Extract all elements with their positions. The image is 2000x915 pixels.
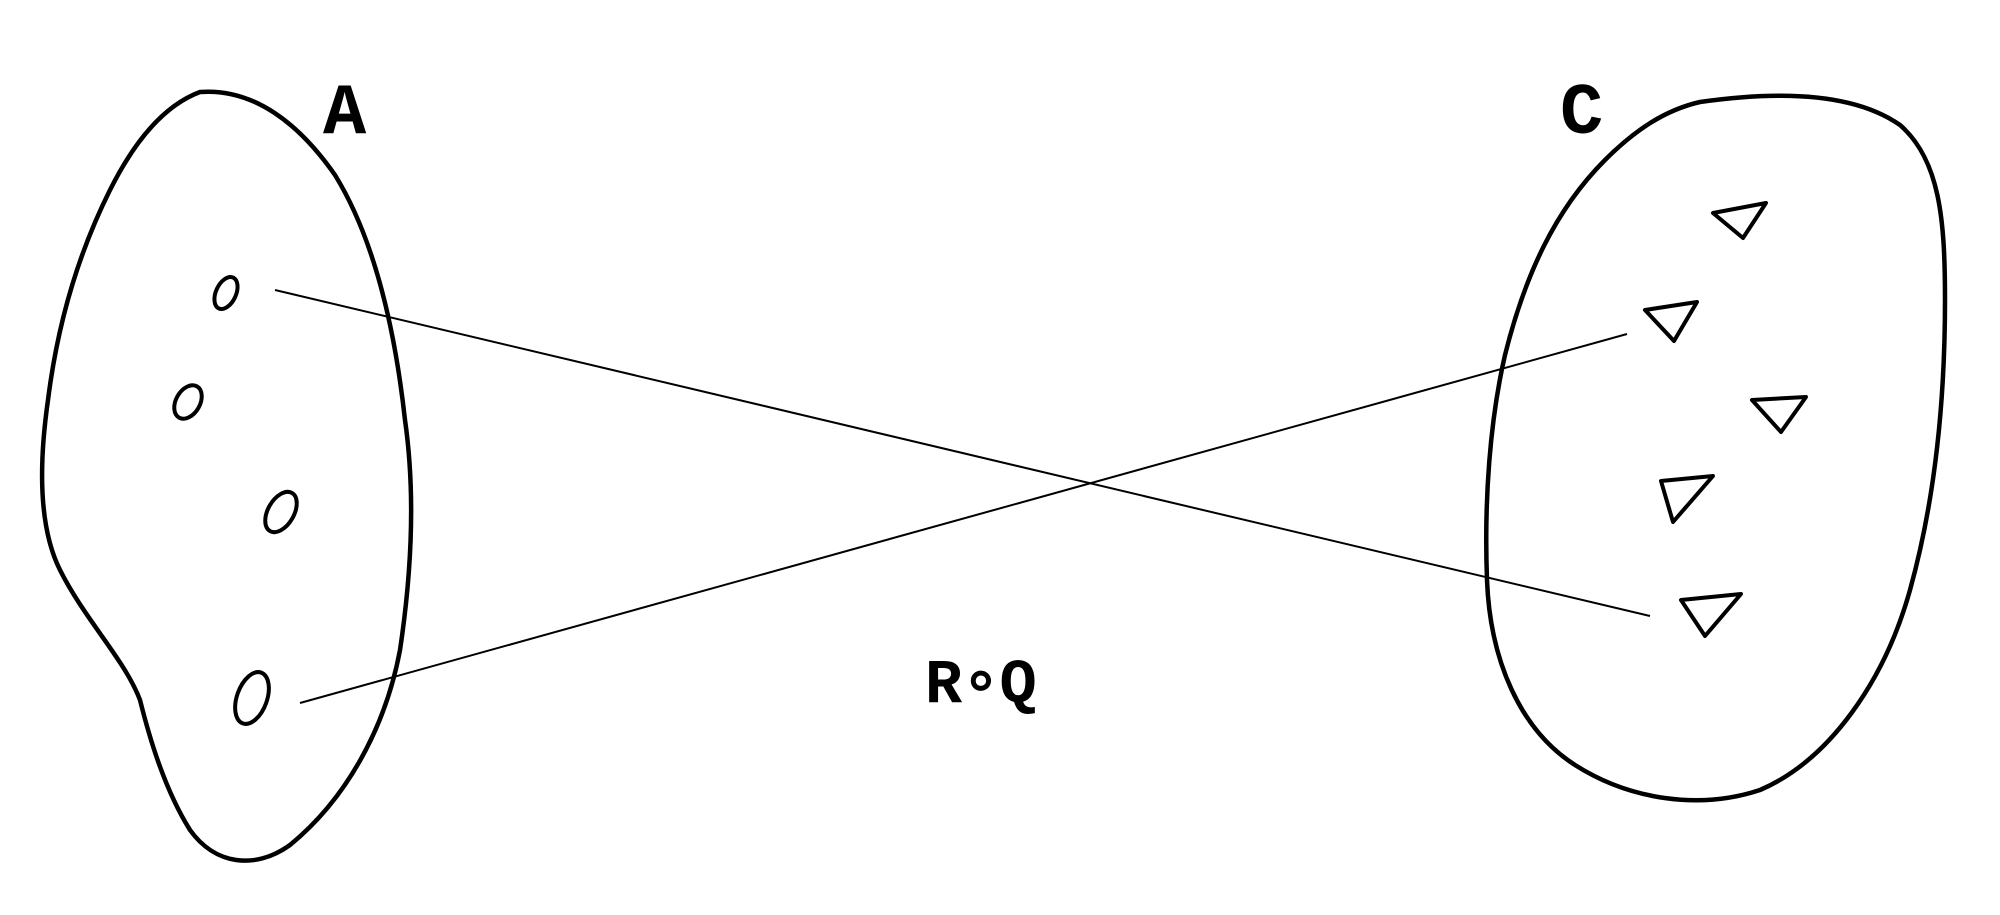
set-a-outline [39, 89, 414, 863]
set-a-elements [172, 275, 299, 726]
a-element-oval [233, 670, 271, 726]
a-element-oval [172, 383, 204, 421]
c-element-triangle [1711, 201, 1768, 240]
set-c-elements [1643, 201, 1808, 638]
set-a-label: A [323, 73, 367, 155]
mapping-line [274, 289, 1651, 617]
mapping-line [299, 333, 1628, 704]
c-element-triangle [1750, 395, 1808, 434]
c-element-triangle [1643, 300, 1699, 343]
composition-label: R∘Q [925, 650, 1037, 721]
set-c-outline [1484, 93, 1948, 803]
set-c-label: C [1560, 73, 1603, 155]
c-element-triangle [1679, 592, 1743, 638]
a-element-oval [212, 275, 240, 311]
c-element-triangle [1659, 474, 1715, 524]
a-element-oval [263, 489, 299, 535]
